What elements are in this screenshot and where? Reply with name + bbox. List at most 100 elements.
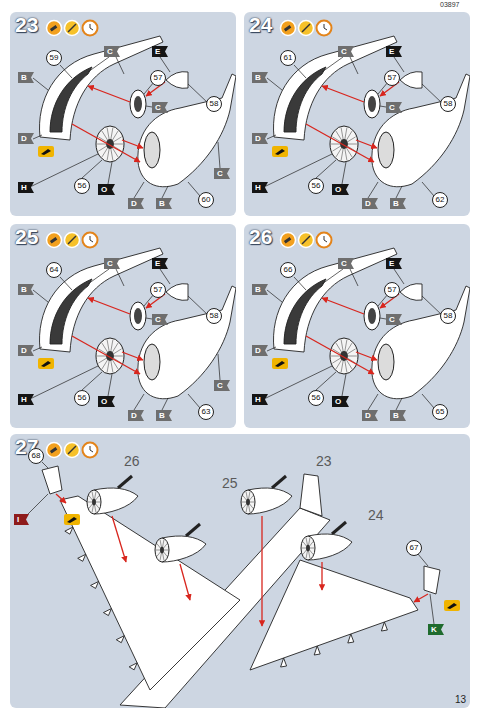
assembly-arrow	[72, 336, 140, 374]
part-number: 56	[312, 182, 321, 190]
color-code: O	[101, 398, 107, 406]
flap-fairing	[348, 634, 354, 643]
color-flag: I	[14, 514, 29, 525]
assembly-number: 24	[368, 507, 384, 523]
page-number: 13	[455, 694, 466, 705]
leader-line	[42, 462, 48, 468]
color-flag: O	[98, 396, 115, 407]
callout-number: 62	[432, 192, 448, 208]
part-number: 58	[444, 312, 453, 320]
leader-line	[396, 398, 402, 410]
color-flag: B	[252, 72, 268, 83]
color-code: H	[21, 396, 27, 404]
nacelle-half	[39, 248, 163, 352]
assembly-arrow	[72, 124, 140, 162]
leader-line	[218, 142, 220, 168]
color-code: E	[155, 260, 160, 268]
callout-number: 57	[150, 70, 166, 86]
nacelle-half	[273, 248, 397, 352]
assembly-arrow	[322, 86, 364, 102]
color-flag: B	[18, 72, 34, 83]
color-code: I	[17, 516, 19, 524]
color-code: D	[21, 347, 27, 355]
winglet	[42, 466, 62, 494]
step-panel: 2768I67K	[10, 434, 470, 708]
callout-number: 56	[308, 390, 324, 406]
leader-line	[188, 394, 200, 408]
part-number: 60	[202, 196, 211, 204]
color-flag: E	[152, 258, 168, 269]
leader-line	[160, 269, 170, 284]
assembly-arrow	[122, 140, 143, 148]
flap-fairing	[314, 646, 320, 655]
assembly-number: 23	[316, 454, 332, 469]
part-number: 58	[444, 100, 453, 108]
catalog-number: 03897	[440, 1, 459, 9]
part-number: 62	[436, 196, 445, 204]
color-code: D	[365, 412, 371, 420]
color-code: C	[107, 260, 113, 268]
color-flag: C	[338, 258, 354, 269]
color-flag: C	[338, 46, 354, 57]
flap-fairing	[65, 527, 73, 534]
callout-number: 65	[432, 404, 448, 420]
color-flag: D	[18, 345, 34, 356]
assembly-illustration	[10, 224, 236, 428]
callout-number: 68	[28, 448, 44, 464]
leader-line	[350, 269, 358, 286]
step-panel: 2359CEB5758CDH56ODBC60	[10, 12, 236, 216]
leader-line	[342, 162, 346, 184]
callout-number: 58	[440, 96, 456, 112]
color-flag: D	[362, 198, 378, 209]
assembly-number: 26	[124, 454, 140, 469]
step-icons	[47, 233, 98, 248]
color-code: C	[155, 316, 161, 324]
assembly-arrow	[356, 140, 377, 148]
callout-number: 58	[206, 308, 222, 324]
part-number: 59	[50, 54, 59, 62]
assembly-number: 25	[222, 476, 238, 491]
callout-number: 58	[440, 308, 456, 324]
leader-line	[33, 78, 48, 90]
leader-line	[218, 354, 220, 380]
engine	[87, 476, 138, 514]
paint-icon	[64, 514, 80, 525]
wing	[60, 496, 240, 690]
assembly-illustration	[10, 12, 236, 216]
color-flag: D	[128, 410, 144, 421]
assembly-number: 24	[368, 508, 384, 523]
paint-icon	[272, 358, 288, 369]
color-flag: B	[390, 198, 406, 209]
spinner	[400, 284, 422, 301]
color-code: O	[335, 398, 341, 406]
color-flag: B	[252, 284, 268, 295]
leader-line	[342, 374, 346, 396]
assembly-number: 23	[316, 453, 332, 469]
engine	[241, 476, 292, 514]
part-number: 58	[210, 312, 219, 320]
assembly-arrow	[112, 516, 126, 562]
flap-fairing	[78, 554, 86, 561]
color-flag: C	[214, 380, 230, 391]
leader-line	[116, 269, 124, 286]
catalog-number: 03897	[440, 1, 459, 8]
color-flag: C	[386, 314, 402, 325]
color-code: B	[393, 412, 399, 420]
color-code: B	[393, 200, 399, 208]
color-flag: D	[362, 410, 378, 421]
color-code: C	[155, 104, 161, 112]
color-code: C	[217, 170, 223, 178]
spinner	[166, 284, 188, 301]
color-flag: O	[98, 184, 115, 195]
part-number: 63	[202, 408, 211, 416]
leader-line	[396, 186, 402, 198]
color-flag: E	[152, 46, 168, 57]
leader-line	[294, 65, 306, 78]
leader-line	[350, 57, 358, 74]
step-panel: 2564CEB5758CDH56ODBC63	[10, 224, 236, 428]
part-number: 57	[388, 74, 397, 82]
callout-number: 61	[280, 50, 296, 66]
part-number: 56	[78, 182, 87, 190]
part-number: 57	[154, 74, 163, 82]
step-icons	[281, 233, 332, 248]
